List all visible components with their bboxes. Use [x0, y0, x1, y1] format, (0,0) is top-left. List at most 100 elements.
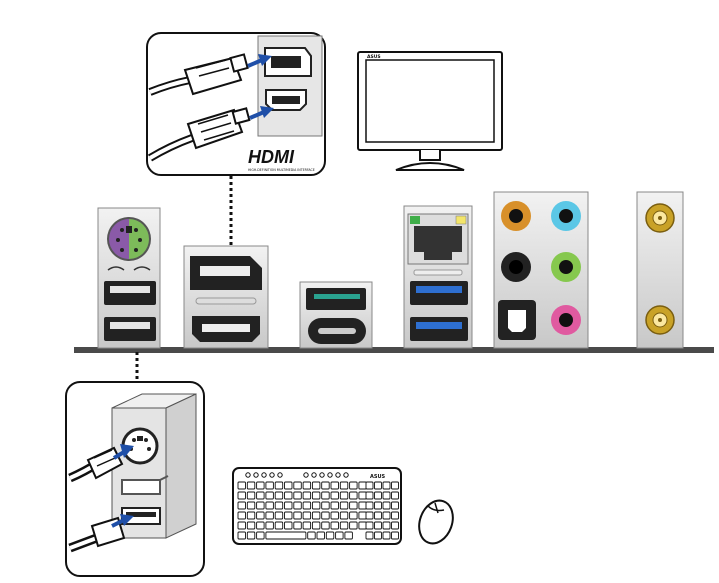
keyboard-key: [293, 521, 302, 530]
keyboard-media-key: [261, 472, 267, 478]
keyboard-key: [330, 501, 339, 510]
hdmi-callout: HDMI HIGH-DEFINITION MULTIMEDIA INTERFAC…: [146, 32, 326, 176]
keyboard-key: [358, 521, 367, 530]
keyboard-key: [339, 491, 349, 500]
keyboard-key: [293, 501, 302, 510]
keyboard-numpad-key: [382, 501, 391, 510]
keyboard-numpad-key: [382, 491, 391, 500]
keyboard-brand: ASUS: [370, 474, 386, 480]
keyboard-key: [293, 511, 302, 520]
optical-spdif-port-icon: [498, 300, 536, 340]
keyboard-key: [265, 501, 274, 510]
keyboard-key: [339, 521, 349, 530]
keyboard-media-key: [245, 472, 251, 478]
keyboard-key: [316, 531, 325, 540]
hdmi-port-icon: [192, 316, 260, 342]
keyboard-key: [330, 511, 339, 520]
keyboard-key: [284, 481, 293, 490]
keyboard-key: [311, 521, 321, 530]
ps2-usb-callout: [65, 381, 205, 577]
keyboard-media-key: [311, 472, 317, 478]
antenna-connector-bottom-icon: [645, 305, 675, 335]
keyboard-key: [311, 511, 321, 520]
keyboard-key: [321, 501, 330, 510]
callout-arrow-top-icon: [247, 54, 272, 68]
keyboard-key: [349, 501, 358, 510]
ps2-usb-stack: [97, 207, 161, 349]
keyboard-key: [256, 481, 265, 490]
keyboard-numpad-key: [374, 501, 382, 510]
keyboard-key: [335, 531, 344, 540]
audio-stack: [493, 191, 589, 349]
keyboard-key: [265, 511, 274, 520]
lan-port-icon: [407, 213, 469, 265]
keyboard-key: [321, 511, 330, 520]
usb2-port-bottom-icon: [104, 317, 156, 341]
keyboard-numpad-key: [374, 511, 382, 520]
keyboard-numpad-key: [365, 531, 374, 540]
keyboard-numpad-key: [365, 481, 374, 490]
keyboard-key: [311, 481, 321, 490]
callout-displayport-port-icon: [264, 47, 312, 77]
keyboard-key: [284, 521, 293, 530]
audio-jack-black-icon: [501, 252, 531, 282]
keyboard-key: [274, 511, 284, 520]
keyboard-key: [302, 481, 312, 490]
keyboard-key: [325, 531, 335, 540]
keyboard-key: [330, 491, 339, 500]
antenna-connector-top-icon: [645, 203, 675, 233]
keyboard-media-key: [343, 472, 349, 478]
monitor-brand: ASUS: [367, 54, 381, 60]
keyboard-key: [237, 511, 246, 520]
keyboard-media-key: [253, 472, 259, 478]
keyboard-key: [358, 501, 367, 510]
displayport-port-icon: [190, 256, 262, 290]
keyboard-key: [246, 521, 256, 530]
keyboard-key: [246, 491, 256, 500]
keyboard-numpad-key: [374, 481, 382, 490]
keyboard-key: [256, 511, 265, 520]
keyboard-media-key: [303, 472, 309, 478]
keyboard-key: [321, 521, 330, 530]
keyboard-media-key: [327, 472, 333, 478]
keyboard-key: [274, 481, 284, 490]
keyboard-numpad-key: [374, 531, 382, 540]
keyboard-key: [349, 481, 358, 490]
keyboard-key: [302, 501, 312, 510]
usb-c-stack: [299, 281, 373, 349]
ps2-cable-icon: [68, 446, 124, 483]
keyboard-key: [237, 531, 246, 540]
keyboard-numpad-key: [391, 491, 399, 500]
keyboard-media-key: [277, 472, 283, 478]
keyboard-key: [265, 521, 274, 530]
hdmi-logo: HDMI: [248, 147, 295, 167]
callout-arrow-usb-icon: [111, 514, 134, 528]
keyboard-key: [274, 491, 284, 500]
keyboard-key: [358, 481, 367, 490]
usb-c-port-icon: [308, 318, 366, 344]
keyboard-key: [265, 531, 307, 540]
displayport-cable-icon: [148, 53, 249, 96]
keyboard-key: [256, 501, 265, 510]
keyboard-key: [256, 521, 265, 530]
keyboard-key: [349, 521, 358, 530]
keyboard-media-keys: [245, 472, 349, 478]
keyboard-numpad-key: [374, 521, 382, 530]
audio-jack-cyan-icon: [551, 201, 581, 231]
keyboard-key: [237, 491, 246, 500]
usb3-port-bottom-icon: [410, 317, 468, 341]
keyboard-key: [293, 491, 302, 500]
keyboard-numpad-key: [365, 511, 374, 520]
callout-arrow-ps2-icon: [112, 444, 134, 460]
callout-usb-port-top-icon: [121, 475, 169, 495]
keyboard-key: [293, 481, 302, 490]
callout-ps2-port-icon: [121, 427, 159, 465]
keyboard-key: [302, 521, 312, 530]
antenna-stack: [636, 191, 684, 349]
keyboard-media-key: [269, 472, 275, 478]
keyboard-numpad-key: [365, 501, 374, 510]
keyboard-key: [321, 481, 330, 490]
usb2-port-top-icon: [104, 281, 156, 305]
keyboard-numpad-key: [382, 521, 391, 530]
